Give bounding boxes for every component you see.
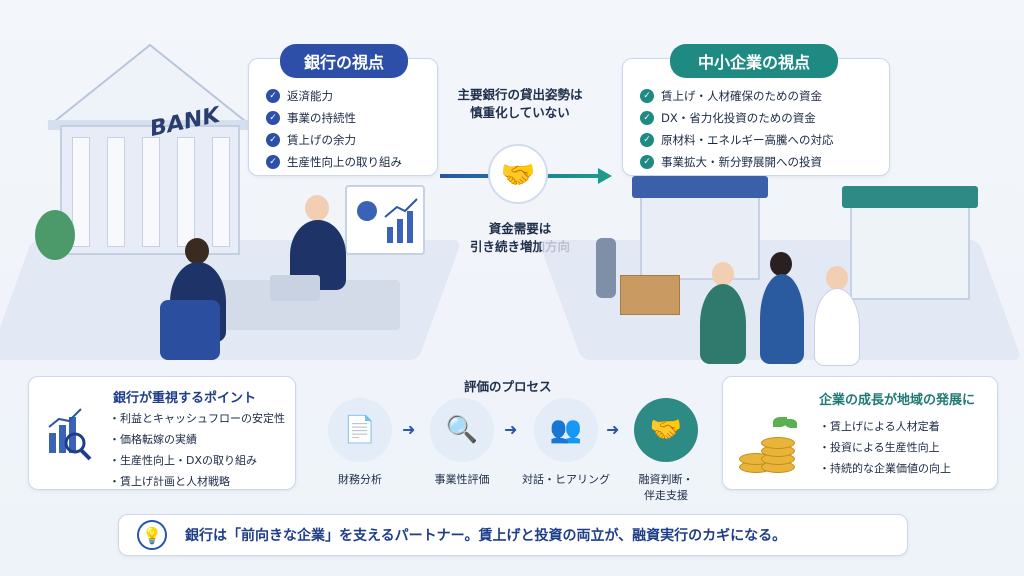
- chart-board-icon: [345, 185, 425, 255]
- arrow-right-icon: ➜: [402, 420, 416, 439]
- list-item: ・投資による生産性向上: [819, 441, 940, 454]
- list-item: ・利益とキャッシュフローの安定性: [109, 412, 285, 425]
- sme-view-title: 中小企業の視点: [670, 44, 838, 78]
- cargo-boxes-icon: [620, 275, 680, 315]
- growth-card: 企業の成長が地域の発展に ・賃上げによる人材定着 ・投資による生産性向上 ・持続…: [722, 376, 998, 490]
- list-item: ・生産性向上・DXの取り組み: [109, 454, 258, 467]
- chair: [160, 300, 220, 360]
- list-item: ✓賃上げ・人材確保のための資金: [640, 88, 834, 104]
- list-item: ・価格転嫁の実績: [109, 433, 197, 446]
- document-icon: 📄: [328, 398, 392, 462]
- handshake-icon: 🤝: [634, 398, 698, 462]
- laptop-icon: [270, 275, 320, 301]
- process-step: 📄 財務分析: [322, 398, 398, 488]
- bank-points-title: 銀行が重視するポイント: [113, 391, 257, 406]
- list-item: ✓原材料・エネルギー高騰への対応: [640, 132, 834, 148]
- list-item: ・持続的な企業価値の向上: [819, 462, 951, 475]
- check-icon: ✓: [640, 133, 654, 147]
- staff-head: [770, 252, 792, 276]
- bank-building: [60, 125, 240, 255]
- bank-points-card: 銀行が重視するポイント ・利益とキャッシュフローの安定性 ・価格転嫁の実績 ・生…: [28, 376, 296, 490]
- banker-head: [305, 195, 329, 221]
- chart-magnifier-icon: [48, 408, 92, 461]
- chef-figure: [814, 288, 860, 366]
- sme-view-list: ✓賃上げ・人材確保のための資金 ✓DX・省力化投資のための資金 ✓原材料・エネル…: [640, 82, 834, 176]
- shop-building: [850, 200, 970, 300]
- worker-head: [712, 262, 734, 286]
- list-item: ✓生産性向上の取り組み: [266, 154, 402, 170]
- worker-figure: [700, 284, 746, 364]
- tree-icon: [35, 210, 75, 260]
- process-step: 👥 対話・ヒアリング: [516, 398, 616, 488]
- bank-view-title: 銀行の視点: [280, 44, 408, 78]
- growth-list: ・賃上げによる人材定着 ・投資による生産性向上 ・持続的な企業価値の向上: [819, 413, 951, 481]
- check-icon: ✓: [266, 133, 280, 147]
- list-item: ✓事業の持続性: [266, 110, 402, 126]
- list-item: ・賃上げ計画と人材戦略: [109, 475, 230, 488]
- check-icon: ✓: [640, 89, 654, 103]
- check-icon: ✓: [640, 155, 654, 169]
- factory-roof: [632, 176, 768, 198]
- process-title: 評価のプロセス: [464, 379, 552, 394]
- list-item: ・賃上げによる人材定着: [819, 420, 940, 433]
- bank-points-list: ・利益とキャッシュフローの安定性 ・価格転嫁の実績 ・生産性向上・DXの取り組み…: [109, 405, 285, 494]
- client-head: [185, 238, 209, 264]
- list-item: ✓返済能力: [266, 88, 402, 104]
- check-icon: ✓: [266, 155, 280, 169]
- growth-title: 企業の成長が地域の発展に: [819, 393, 976, 408]
- lending-stance-text: 主要銀行の貸出姿勢は 慎重化していない: [457, 87, 583, 120]
- footer-banner: 💡 銀行は「前向きな企業」を支えるパートナー。賃上げと投資の両立が、融資実行のカ…: [118, 514, 908, 556]
- robot-arm-icon: [596, 238, 616, 298]
- bank-view-list: ✓返済能力 ✓事業の持続性 ✓賃上げの余力 ✓生産性向上の取り組み: [266, 82, 402, 176]
- footer-message: 銀行は「前向きな企業」を支えるパートナー。賃上げと投資の両立が、融資実行のカギに…: [185, 528, 787, 544]
- factory-building: [640, 190, 760, 280]
- check-icon: ✓: [266, 89, 280, 103]
- magnifier-chart-icon: 🔍: [430, 398, 494, 462]
- handshake-icon: 🤝: [488, 144, 548, 204]
- coins-plant-icon: [739, 417, 799, 477]
- staff-figure: [760, 274, 804, 364]
- check-icon: ✓: [640, 111, 654, 125]
- check-icon: ✓: [266, 111, 280, 125]
- process-step: 🤝 融資判断・ 伴走支援: [624, 398, 708, 504]
- list-item: ✓事業拡大・新分野展開への投資: [640, 154, 834, 170]
- chef-head: [826, 266, 848, 290]
- lightbulb-icon: 💡: [137, 520, 167, 550]
- arrow-right-icon: ➜: [504, 420, 518, 439]
- list-item: ✓賃上げの余力: [266, 132, 402, 148]
- arrow-right-icon: ➜: [606, 420, 620, 439]
- list-item: ✓DX・省力化投資のための資金: [640, 110, 834, 126]
- shop-roof: [842, 186, 978, 208]
- arrow-right-icon: [598, 168, 612, 184]
- process-step: 🔍 事業性評価: [424, 398, 500, 488]
- people-chat-icon: 👥: [534, 398, 598, 462]
